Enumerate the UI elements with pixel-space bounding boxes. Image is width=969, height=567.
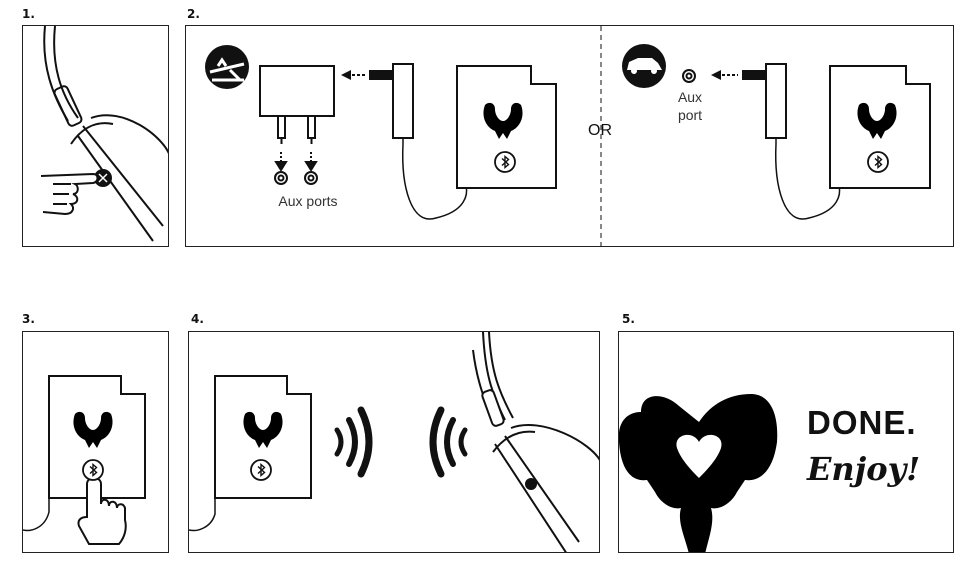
brand-logo-device-left — [483, 102, 523, 139]
pointing-hand-icon — [40, 172, 99, 216]
enjoy-label: Enjoy! — [807, 450, 921, 488]
step-number-1: 1. — [22, 7, 35, 21]
panel-step-5: DONE. Enjoy! — [618, 331, 954, 553]
bluetooth-icon-step4 — [250, 459, 272, 481]
power-button-icon — [94, 169, 112, 187]
brand-logo-step3 — [73, 411, 113, 448]
bluetooth-icon-device-left — [494, 151, 516, 173]
signal-waves-in — [429, 406, 468, 478]
brand-logo-device-right — [857, 102, 897, 139]
brand-logo-step4 — [243, 411, 283, 448]
airplane-icon — [205, 45, 249, 89]
or-label: OR — [588, 122, 612, 139]
brand-heart-illustration — [619, 394, 778, 552]
bluetooth-icon-step3 — [82, 459, 104, 481]
bluetooth-icon-device-right — [867, 151, 889, 173]
panel-step-2: Aux ports Aux port OR — [185, 25, 954, 248]
signal-waves-out — [334, 406, 373, 478]
done-label: DONE. — [807, 404, 917, 441]
step-number-4: 4. — [191, 312, 204, 326]
pairing-illustration — [189, 332, 599, 552]
step-number-5: 5. — [622, 312, 635, 326]
aux-port-label-line1: Aux — [677, 89, 703, 105]
headphone-power-illustration — [40, 26, 168, 242]
panel-step-1 — [22, 25, 169, 247]
step-number-3: 3. — [22, 312, 35, 326]
car-icon — [622, 44, 666, 88]
aux-ports-label: Aux ports — [278, 193, 338, 209]
aux-port-label-line2: port — [677, 107, 703, 123]
headphone-illustration — [472, 332, 599, 552]
pointing-finger-icon — [77, 477, 127, 545]
step-number-2: 2. — [187, 7, 200, 21]
